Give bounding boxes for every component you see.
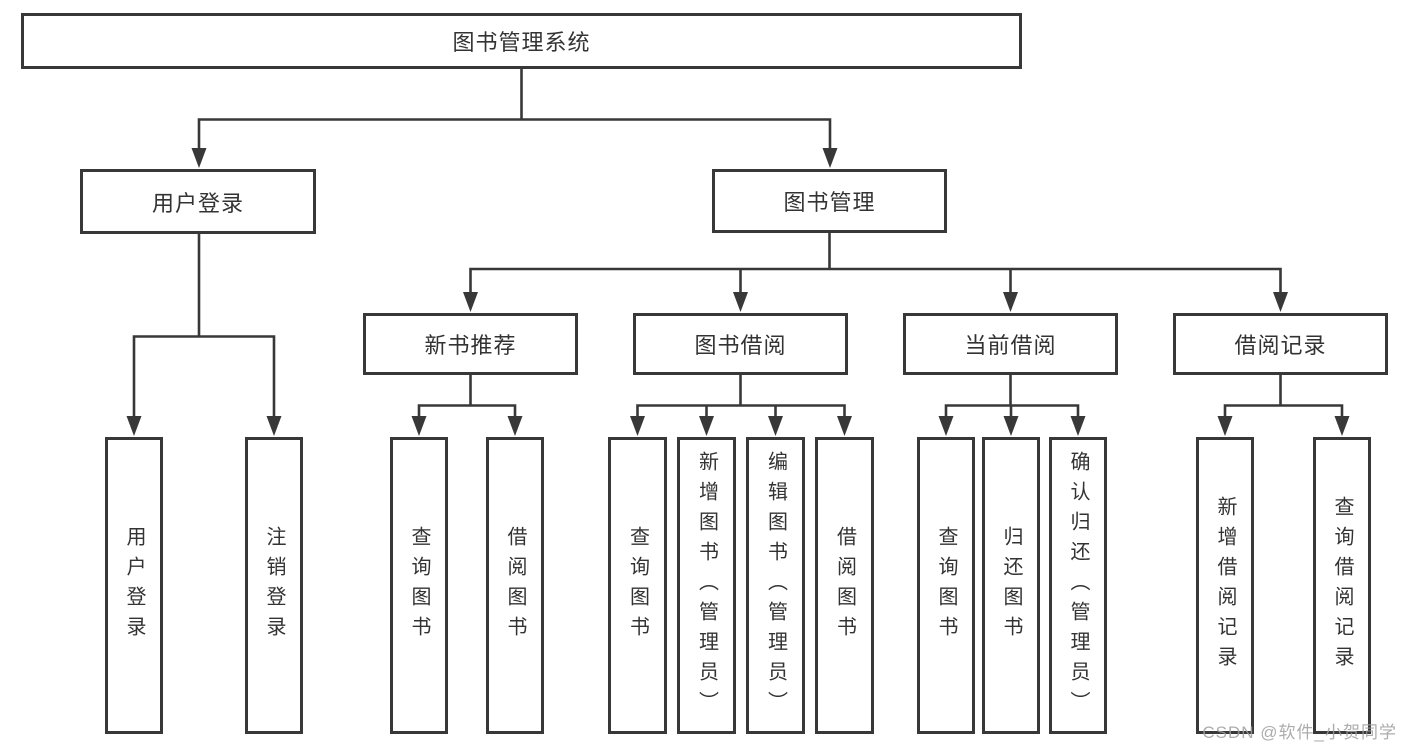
leaf-logout: 注销登录 xyxy=(245,437,303,734)
leaf-rec-query-book-label: 查询图书 xyxy=(408,525,430,646)
node-book-management: 图书管理 xyxy=(712,169,947,233)
node-current-borrow: 当前借阅 xyxy=(903,313,1118,375)
leaf-bb-edit-book-admin: 编辑图书（管理员） xyxy=(746,437,805,734)
leaf-user-login: 用户登录 xyxy=(105,437,163,734)
node-borrow-records-label: 借阅记录 xyxy=(1234,333,1327,358)
leaf-br-query-record: 查询借阅记录 xyxy=(1313,437,1371,734)
leaf-bb-borrow-book: 借阅图书 xyxy=(815,437,874,734)
leaf-br-query-record-label: 查询借阅记录 xyxy=(1331,495,1353,676)
node-user-login: 用户登录 xyxy=(80,169,316,234)
node-user-login-label: 用户登录 xyxy=(151,190,244,216)
leaf-rec-query-book: 查询图书 xyxy=(390,437,448,734)
leaf-cb-return-book: 归还图书 xyxy=(982,437,1040,734)
leaf-cb-return-book-label: 归还图书 xyxy=(1000,525,1022,646)
node-new-book-recommend: 新书推荐 xyxy=(363,313,578,375)
leaf-user-login-label: 用户登录 xyxy=(123,525,145,646)
leaf-cb-query-book: 查询图书 xyxy=(917,437,975,734)
arrowhead-icons xyxy=(126,148,1350,436)
leaf-cb-confirm-return-admin-label: 确认归还（管理员） xyxy=(1067,450,1089,721)
node-book-borrow-label: 图书借阅 xyxy=(694,333,787,358)
leaf-cb-query-book-label: 查询图书 xyxy=(935,525,957,646)
leaf-bb-query-book: 查询图书 xyxy=(608,437,667,734)
node-borrow-records: 借阅记录 xyxy=(1173,313,1388,375)
node-new-book-recommend-label: 新书推荐 xyxy=(424,333,517,358)
leaf-rec-borrow-book: 借阅图书 xyxy=(486,437,544,734)
leaf-bb-query-book-label: 查询图书 xyxy=(626,525,649,646)
leaf-cb-confirm-return-admin: 确认归还（管理员） xyxy=(1049,437,1107,734)
leaf-br-add-record-label: 新增借阅记录 xyxy=(1214,495,1236,676)
node-book-management-label: 图书管理 xyxy=(783,190,876,215)
leaf-rec-borrow-book-label: 借阅图书 xyxy=(504,525,526,646)
node-book-borrow: 图书借阅 xyxy=(633,313,848,375)
leaf-br-add-record: 新增借阅记录 xyxy=(1196,437,1254,734)
leaf-bb-edit-book-admin-label: 编辑图书（管理员） xyxy=(764,450,787,721)
node-root-label: 图书管理系统 xyxy=(452,30,591,55)
leaf-bb-borrow-book-label: 借阅图书 xyxy=(833,525,856,646)
leaf-bb-add-book-admin-label: 新增图书（管理员） xyxy=(695,450,718,721)
leaf-logout-label: 注销登录 xyxy=(263,525,285,646)
node-root: 图书管理系统 xyxy=(21,13,1022,69)
node-current-borrow-label: 当前借阅 xyxy=(964,333,1057,358)
leaf-bb-add-book-admin: 新增图书（管理员） xyxy=(677,437,736,734)
